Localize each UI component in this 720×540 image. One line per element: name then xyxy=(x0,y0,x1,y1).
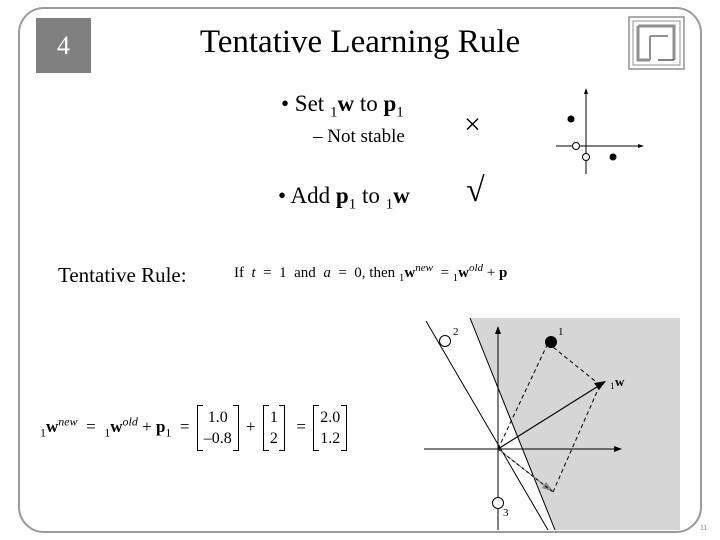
bullet-add-p-to-w: • Add p1 to 1w xyxy=(278,183,410,213)
fail-mark-icon: × xyxy=(464,108,481,141)
point-p1 xyxy=(545,336,557,348)
w-new-arrow-icon xyxy=(594,381,606,390)
diagram-y-arrow-icon xyxy=(584,88,588,94)
new-boundary-line xyxy=(469,318,556,531)
diagram-x-arrow-icon xyxy=(638,144,644,148)
slide-frame xyxy=(18,7,702,533)
diagram-point-filled-2 xyxy=(609,153,617,161)
w-vector-label: w xyxy=(615,374,625,389)
w-vector-label-sub: 1 xyxy=(610,381,615,391)
diagram-point-open-2 xyxy=(582,153,590,161)
sub-bullet-not-stable: – Not stable xyxy=(313,126,405,147)
tentative-rule-equation: If t = 1 and a = 0, then 1wnew = 1wold +… xyxy=(234,262,508,284)
w-old-arrow-icon xyxy=(542,482,554,492)
old-boundary-line xyxy=(425,320,549,531)
page-number: 11 xyxy=(700,525,708,532)
success-mark-icon: √ xyxy=(466,172,485,209)
w-new-vector xyxy=(497,384,601,450)
bullet-set-w-to-p: • Set 1w to p1 xyxy=(281,91,404,121)
decision-boundary-plot: 1 2 3 1 w xyxy=(418,318,680,531)
p1-dashed-vector xyxy=(497,342,549,450)
point-p2 xyxy=(439,335,451,347)
point-p3 xyxy=(492,497,504,509)
plot-x-arrow-icon xyxy=(614,446,622,452)
point-p3-label: 3 xyxy=(503,507,509,519)
slide-number-box: 4 xyxy=(36,18,91,73)
translated-w-dashed xyxy=(552,384,601,493)
diagram-point-filled-1 xyxy=(567,115,575,123)
plot-y-arrow-icon xyxy=(495,326,501,334)
diagram-point-open-1 xyxy=(572,142,580,150)
shaded-region xyxy=(418,318,680,530)
point-p1-label: 1 xyxy=(558,326,564,338)
slide-title: Tentative Learning Rule xyxy=(199,24,521,60)
unstable-diagram xyxy=(556,88,644,174)
point-p2-label: 2 xyxy=(453,326,459,338)
matrix-w-old: 1.0–0.8 xyxy=(196,405,239,451)
tentative-rule-label: Tentative Rule: xyxy=(58,263,187,287)
logo-icon xyxy=(628,16,685,70)
slide-number: 4 xyxy=(57,30,70,60)
